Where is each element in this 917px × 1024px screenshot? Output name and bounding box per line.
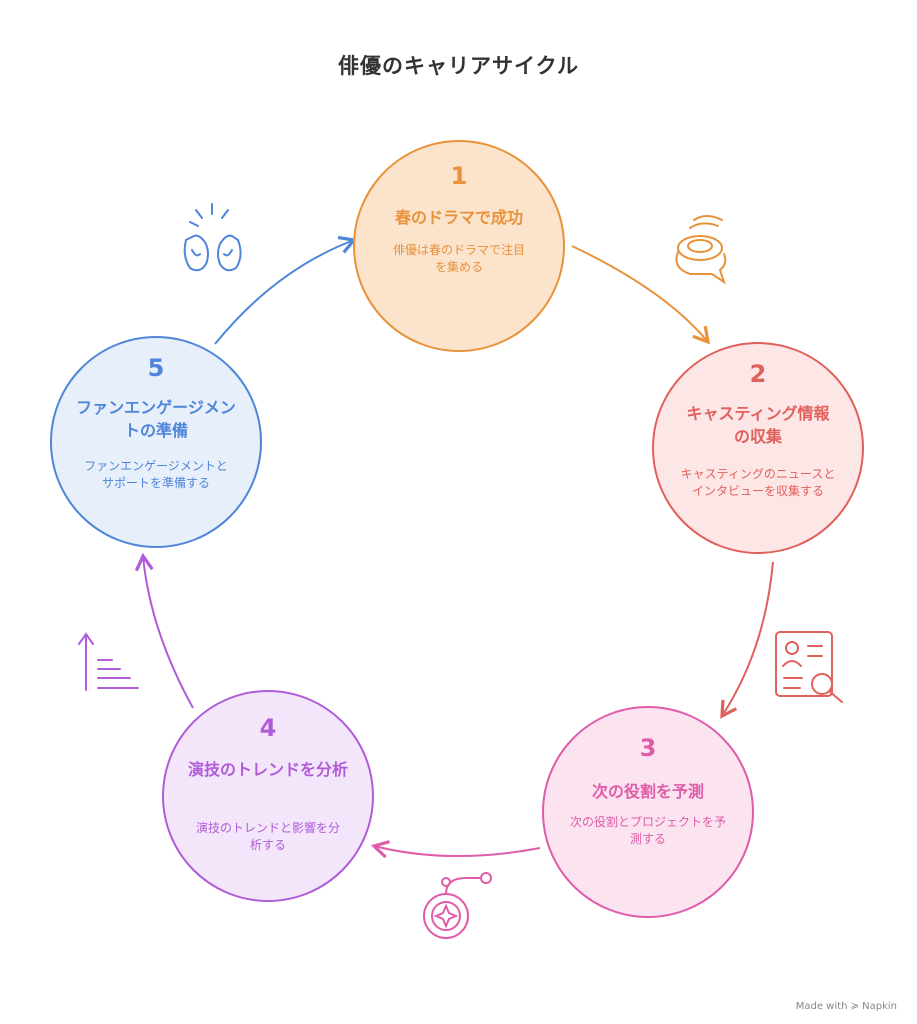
step-5-description: ファンエンゲージメントとサポートを準備する	[84, 459, 228, 490]
step-1-circle: 1 春のドラマで成功 俳優は春のドラマで注目を集める	[353, 140, 565, 352]
step-3-circle: 3 次の役割を予測 次の役割とプロジェクトを予測する	[542, 706, 754, 918]
step-1-title: 春のドラマで成功	[394, 208, 523, 227]
arrow-1-to-2	[571, 245, 711, 345]
step-5-title: ファンエンゲージメントの準備	[76, 398, 236, 440]
step-5-circle: 5 ファンエンゲージメントの準備 ファンエンゲージメントとサポートを準備する	[50, 336, 262, 548]
arrow-2-to-3	[720, 561, 774, 719]
step-4-description: 演技のトレンドと影響を分析する	[195, 821, 340, 852]
napkin-footer[interactable]: Made with ≽ Napkin	[795, 1001, 897, 1012]
arrow-3-to-4	[370, 840, 541, 859]
step-2-description: キャスティングのニュースとインタビューを収集する	[680, 467, 836, 498]
step-2-number: 2	[749, 360, 767, 388]
crystal-ball-icon	[423, 872, 492, 939]
spinning-coin-icon	[675, 215, 727, 285]
step-4-circle: 4 演技のトレンドを分析 演技のトレンドと影響を分析する	[162, 690, 374, 902]
arrow-5-to-1	[214, 235, 358, 345]
diagram-title: 俳優のキャリアサイクル	[338, 54, 579, 78]
step-5-number: 5	[147, 354, 165, 382]
step-4-title: 演技のトレンドを分析	[187, 760, 348, 779]
step-3-number: 3	[639, 734, 657, 762]
trend-chart-icon	[78, 632, 139, 691]
profile-search-icon	[775, 631, 843, 703]
step-4-number: 4	[259, 714, 277, 742]
clapping-hands-icon	[183, 203, 242, 272]
step-1-description: 俳優は春のドラマで注目を集める	[392, 243, 525, 274]
arrow-4-to-5	[134, 552, 194, 709]
step-3-description: 次の役割とプロジェクトを予測する	[570, 815, 727, 846]
step-1-number: 1	[450, 162, 468, 190]
step-2-title: キャスティング情報の収集	[686, 404, 830, 446]
step-3-title: 次の役割を予測	[591, 782, 704, 801]
step-2-circle: 2 キャスティング情報の収集 キャスティングのニュースとインタビューを収集する	[652, 342, 864, 554]
